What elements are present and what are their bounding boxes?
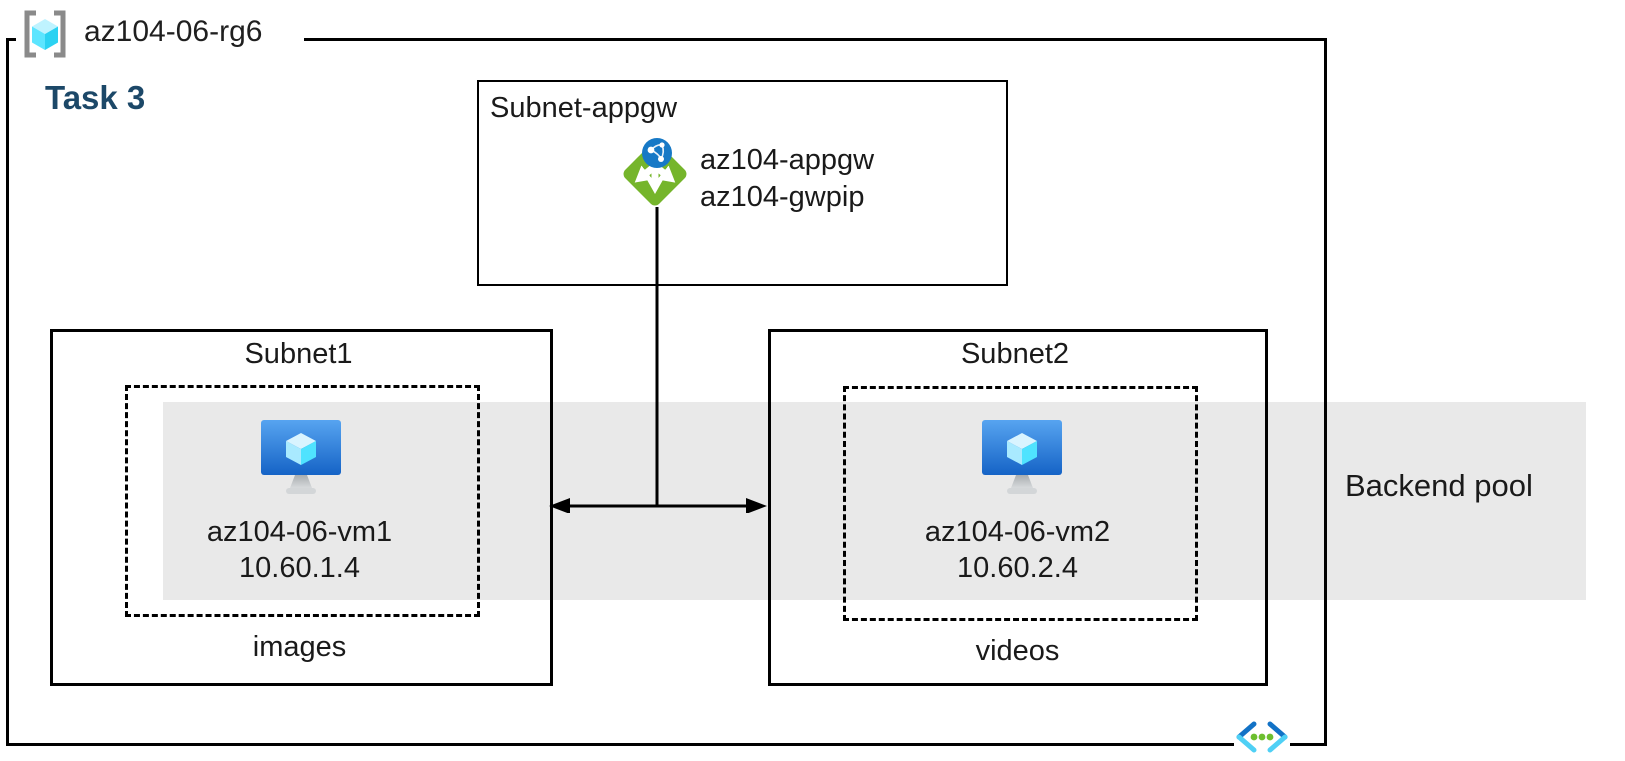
virtual-machine-icon-vm1	[259, 418, 343, 498]
appgw-subnet-label: Subnet-appgw	[490, 92, 678, 124]
subnet2-label: Subnet2	[960, 338, 1070, 370]
virtual-network-icon	[1234, 718, 1290, 756]
vm2-labels: az104-06-vm2 10.60.2.4	[843, 514, 1192, 586]
appgw-name-labels: az104-appgw az104-gwpip	[700, 142, 874, 216]
subnet2-backend-dashed-box	[843, 386, 1198, 621]
resource-group-title: az104-06-rg6	[84, 15, 263, 48]
virtual-machine-icon-vm2	[980, 418, 1064, 498]
subnet2-folder-label: videos	[975, 635, 1060, 667]
vm1-labels: az104-06-vm1 10.60.1.4	[125, 514, 474, 586]
resource-group-box	[6, 38, 1327, 746]
backend-pool-band	[163, 402, 1586, 600]
appgw-name-label: az104-appgw	[700, 144, 875, 176]
subnet1-folder-label: images	[252, 631, 347, 663]
vm1-name-label: az104-06-vm1	[206, 516, 393, 548]
appgw-subnet-box	[477, 80, 1008, 286]
backend-pool-label: Backend pool	[1345, 468, 1533, 503]
gateway-to-subnets-connector	[549, 207, 767, 513]
vm2-ip-label: 10.60.2.4	[957, 552, 1078, 584]
task-label: Task 3	[45, 79, 146, 116]
subnet1-box	[50, 329, 553, 686]
subnet1-label: Subnet1	[244, 338, 353, 370]
application-gateway-icon	[615, 130, 695, 210]
arrowhead-right	[746, 498, 767, 513]
resource-group-icon	[22, 10, 68, 58]
subnet2-box	[768, 329, 1268, 686]
arrowhead-left	[549, 498, 570, 513]
vm1-ip-label: 10.60.1.4	[239, 552, 360, 584]
vm2-name-label: az104-06-vm2	[924, 516, 1111, 548]
appgw-public-ip-label: az104-gwpip	[700, 181, 865, 213]
subnet1-backend-dashed-box	[125, 385, 480, 617]
